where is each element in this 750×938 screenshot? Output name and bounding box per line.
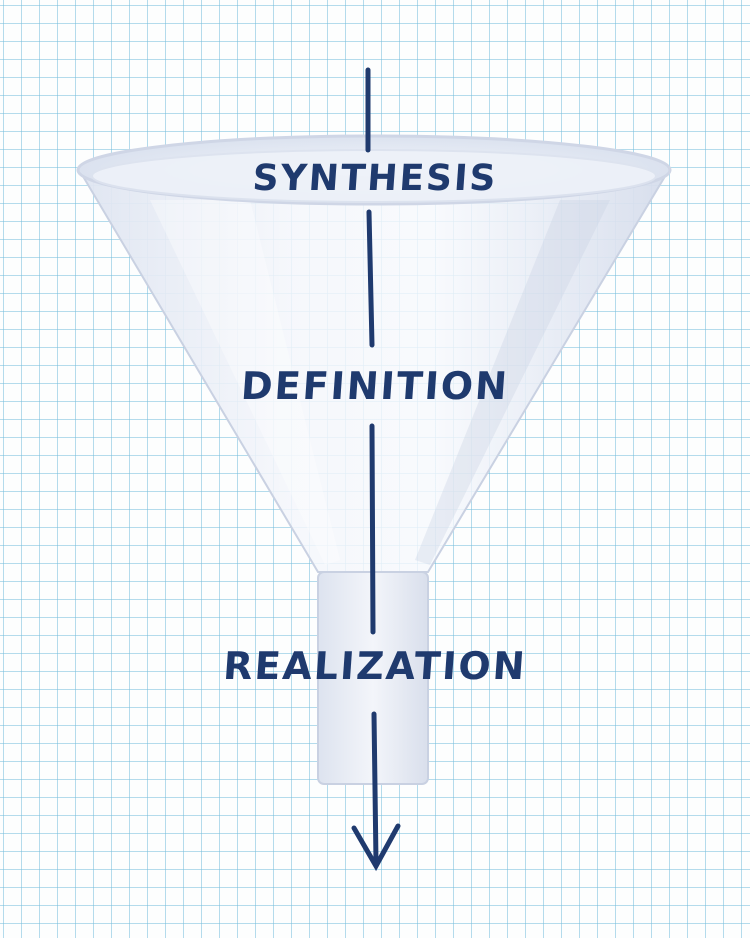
arrow-segment	[369, 423, 376, 635]
funnel-rim-inner	[91, 149, 657, 203]
funnel-highlight-left	[150, 200, 340, 565]
arrow-segment	[366, 209, 375, 348]
funnel-icon	[76, 134, 672, 785]
funnel-highlight-right	[415, 200, 610, 565]
stage-label-realization: REALIZATION	[221, 644, 529, 688]
arrow-segment	[371, 711, 379, 865]
stage-label-definition: DEFINITION	[239, 364, 511, 408]
arrow-head	[351, 823, 401, 872]
stage-label-synthesis: SYNTHESIS	[251, 158, 499, 199]
arrow-down-icon	[351, 67, 401, 872]
